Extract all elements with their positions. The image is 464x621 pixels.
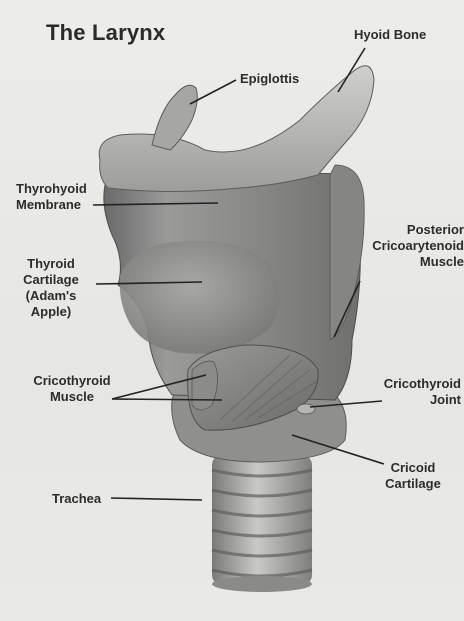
label-epiglottis: Epiglottis [240,71,299,87]
posterior-shape [330,165,364,340]
leader-cricothyroid-b [112,399,222,400]
cricothyroid-joint-shape [297,404,315,414]
leader-trachea [111,498,202,500]
epiglottis-shape [152,85,197,150]
label-cricothyroid-joint: Cricothyroid Joint [364,376,461,408]
label-cricoid-cartilage: Cricoid Cartilage [373,460,453,492]
label-hyoid-bone: Hyoid Bone [354,27,426,43]
label-thyrohyoid-membrane: Thyrohyoid Membrane [16,181,87,213]
trachea-shape [212,455,312,592]
thyroid-shield-shape [120,241,280,354]
diagram-title: The Larynx [46,20,165,46]
label-cricothyroid-muscle: Cricothyroid Muscle [22,373,122,405]
label-thyroid-cartilage: Thyroid Cartilage (Adam's Apple) [16,256,86,320]
label-trachea: Trachea [52,491,101,507]
label-posterior-cricoarytenoid-muscle: Posterior Cricoarytenoid Muscle [367,222,464,270]
